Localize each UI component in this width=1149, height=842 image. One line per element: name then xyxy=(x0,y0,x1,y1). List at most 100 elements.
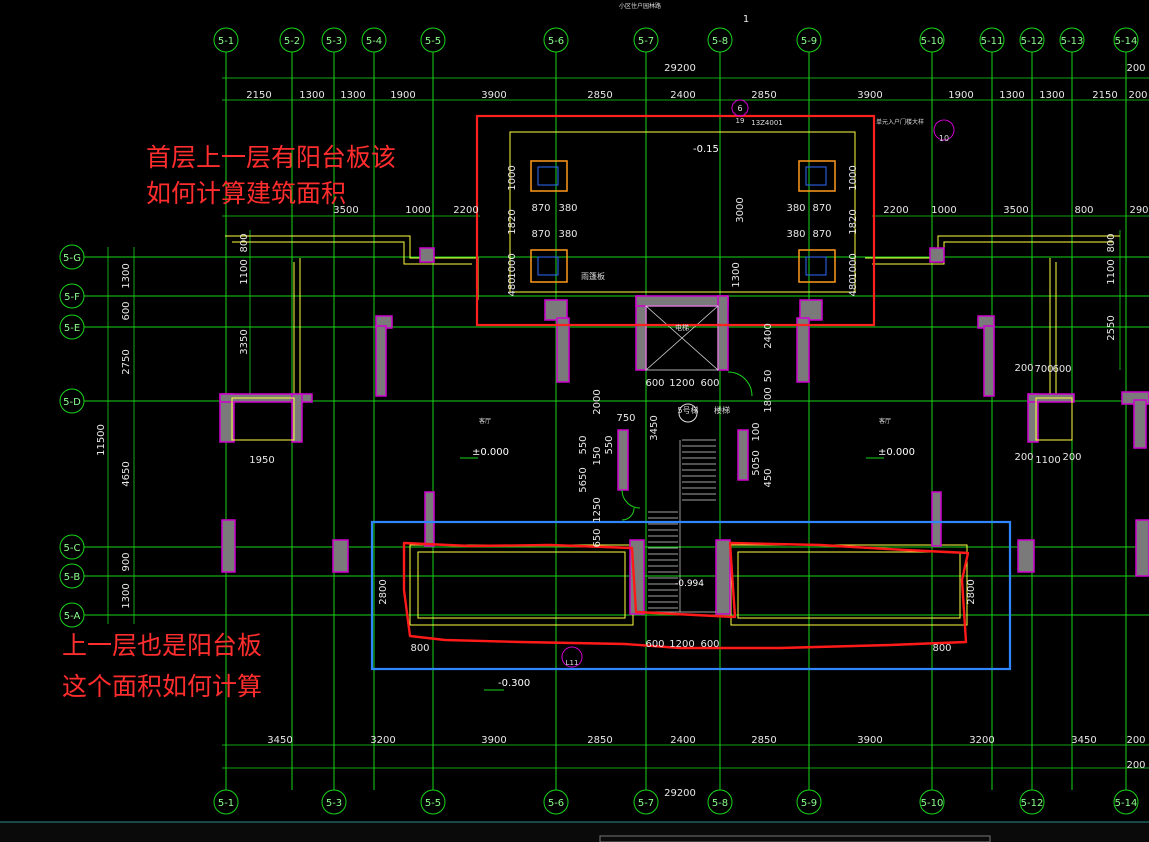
dim-second-row: 2200 xyxy=(883,205,908,216)
dim-entry-mid: 870 xyxy=(531,229,550,240)
dim-left-inner: 900 xyxy=(121,552,132,571)
right-room-note: 客厅 xyxy=(879,417,891,425)
dim-second-row: 2200 xyxy=(453,205,478,216)
dim-right-room: 700 xyxy=(1034,364,1053,375)
dim-right-room: 200 xyxy=(1014,452,1033,463)
dim-top-row: 2150 xyxy=(246,90,271,101)
dim-entry-mid: 870 xyxy=(812,203,831,214)
dim-top-row: 1300 xyxy=(1039,90,1064,101)
dim-second-row: 290 xyxy=(1129,205,1148,216)
axis-label-bottom: 5-8 xyxy=(712,798,728,809)
dim-top-row: 2850 xyxy=(751,90,776,101)
axis-label-bottom: 5-12 xyxy=(1021,798,1044,809)
door-arcs xyxy=(621,371,753,521)
dim-right-room: 1100 xyxy=(1035,455,1060,466)
dim-entry-mid: 380 xyxy=(558,203,577,214)
balcony-800-left: 800 xyxy=(410,643,429,654)
dim-stair-right: 100 xyxy=(751,422,762,441)
annotation-box-bottom xyxy=(370,520,1012,671)
axis-bubble-bottom xyxy=(420,789,446,815)
dim-second-row: 3500 xyxy=(1003,205,1028,216)
header-note: 小区住户园林路 xyxy=(619,2,661,10)
dim-entry-right: 1000 xyxy=(848,165,859,190)
axis-label-top: 5-9 xyxy=(801,36,817,47)
dim-entry-left: 1000 xyxy=(507,253,518,278)
axis-label-left: 5-B xyxy=(64,572,81,583)
dim-entry-right: 1820 xyxy=(848,209,859,234)
dim-stair-bottom: 600 xyxy=(700,639,719,650)
dim-top-row: 1900 xyxy=(948,90,973,101)
dim-right-inner: 2550 xyxy=(1106,315,1117,340)
top-total-dimension: 29200 xyxy=(664,63,696,74)
top-right-mark: 1 xyxy=(743,14,749,25)
annotation-bottom-line1: 上一层也是阳台板 xyxy=(62,631,262,660)
dim-top-row: 2150 xyxy=(1092,90,1117,101)
axis-bubble-top xyxy=(1019,27,1045,53)
left-room-width: 1950 xyxy=(249,455,274,466)
top-total-right-dimension: 200 xyxy=(1126,63,1145,74)
axis-label-left: 5-E xyxy=(64,323,80,334)
dim-stair-side: 650 xyxy=(592,528,603,547)
dim-stair-right: 1800 xyxy=(763,387,774,412)
axis-label-top: 5-2 xyxy=(284,36,300,47)
axis-bubble-top xyxy=(1113,27,1139,53)
dim-entry-mid: 870 xyxy=(531,203,550,214)
bottom-total-dimension: 29200 xyxy=(664,788,696,799)
dim-right-room: 600 xyxy=(1052,364,1071,375)
stair-no: 5号梯 xyxy=(677,405,698,415)
elevator-text: 电梯 xyxy=(675,323,689,332)
level-left-room: ±0.000 xyxy=(472,447,509,458)
axis-bubble-top xyxy=(633,27,659,53)
dim-left-inner2: 800 xyxy=(239,233,250,252)
dim-bottom-row: 3450 xyxy=(267,735,292,746)
dim-second-row: 800 xyxy=(1074,205,1093,216)
bottom-total-right-dimension: 200 xyxy=(1126,760,1145,771)
axis-label-bottom: 5-6 xyxy=(548,798,564,809)
axis-bubble-top xyxy=(213,27,239,53)
entry-ref-bubble xyxy=(731,99,749,117)
axis-bubble-left xyxy=(59,602,85,628)
dim-right-room: 200 xyxy=(1062,452,1081,463)
ref10: 10 xyxy=(939,134,949,143)
axis-label-top: 5-14 xyxy=(1115,36,1138,47)
axis-label-left: 5-G xyxy=(63,253,81,264)
axis-label-top: 5-12 xyxy=(1021,36,1044,47)
left-outer-dimension: 11500 xyxy=(96,424,107,456)
axis-label-left: 5-A xyxy=(64,611,81,622)
axis-label-top: 5-13 xyxy=(1061,36,1084,47)
dim-entry-mid: 380 xyxy=(558,229,577,240)
axis-bubble-top xyxy=(1059,27,1085,53)
axis-bubble-top xyxy=(707,27,733,53)
dim-entry-left: 480 xyxy=(507,277,518,296)
axis-label-bottom: 5-7 xyxy=(638,798,654,809)
dim-top-row: 2850 xyxy=(587,90,612,101)
ref10-bubble xyxy=(933,119,955,141)
dim-second-row: 3500 xyxy=(333,205,358,216)
level-stair-landing: -0.994 xyxy=(675,579,704,589)
canopy-label: 雨篷板 xyxy=(581,271,605,281)
axis-bubble-bottom xyxy=(321,789,347,815)
axis-bubble-bottom xyxy=(213,789,239,815)
axis-label-bottom: 5-5 xyxy=(425,798,441,809)
entry-note: 单元入户门楼大样 xyxy=(876,118,924,126)
dim-second-row: 1000 xyxy=(405,205,430,216)
axis-bubble-top xyxy=(420,27,446,53)
dim-top-row: 3900 xyxy=(481,90,506,101)
ref-l: L11 xyxy=(566,659,579,667)
stair-flights xyxy=(646,439,716,613)
axis-label-top: 5-11 xyxy=(981,36,1004,47)
dim-top-row: 1300 xyxy=(299,90,324,101)
dim-top-row: 1300 xyxy=(340,90,365,101)
axis-label-bottom: 5-14 xyxy=(1115,798,1138,809)
dim-bottom-row: 3900 xyxy=(857,735,882,746)
level-entry: -0.15 xyxy=(693,144,719,155)
bottom-scrollbar[interactable] xyxy=(599,835,991,842)
annotation-top-line1: 首层上一层有阳台板该 xyxy=(146,143,396,172)
dim-top-row: 2400 xyxy=(670,90,695,101)
entry-ref-sub: 19 xyxy=(736,117,745,125)
